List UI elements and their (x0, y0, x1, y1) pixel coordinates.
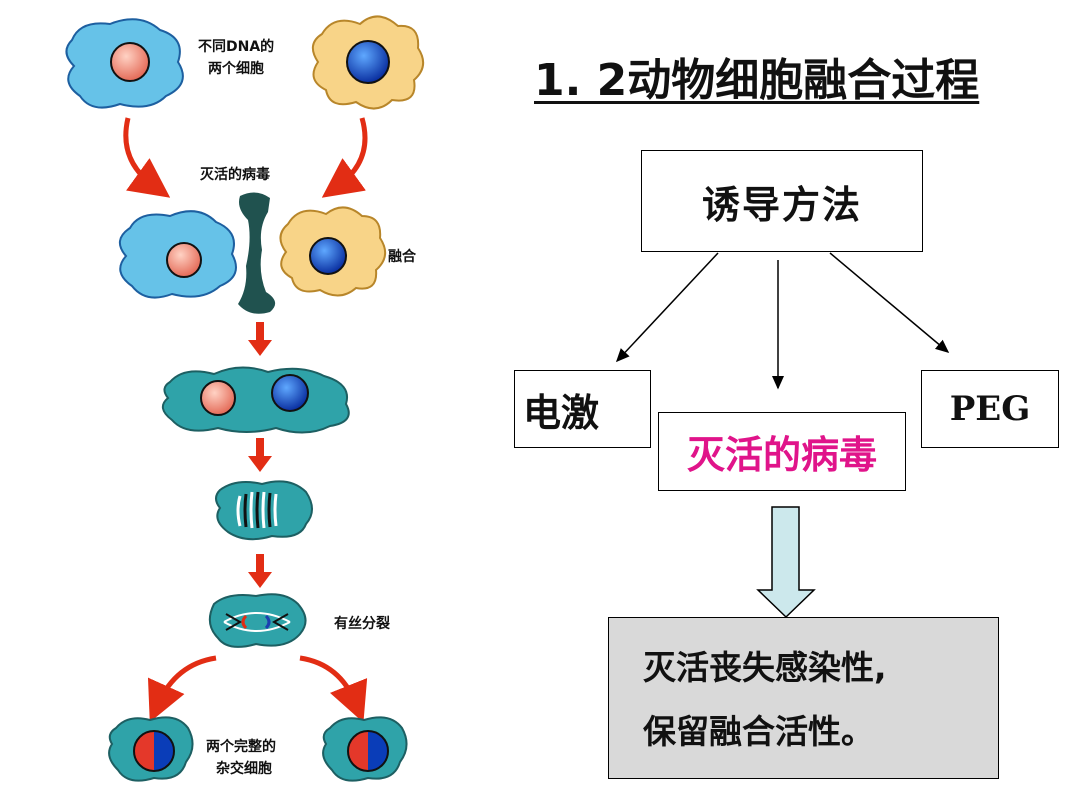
induction-method-label: 诱导方法 (701, 181, 862, 227)
chromosomes (236, 491, 278, 529)
caption-different-dna: 不同DNA的 (198, 39, 275, 55)
connector-arrow-icon (615, 252, 719, 363)
connector-arrow-icon (829, 252, 950, 353)
curved-arrow-icon (299, 655, 368, 723)
peg-label: PEG (949, 389, 1031, 429)
pink-nucleus (166, 242, 202, 278)
chromosomes (243, 491, 272, 529)
curved-arrow-icon (147, 655, 217, 723)
blue-nucleus (271, 374, 309, 412)
spindle-fibers (223, 612, 291, 632)
blue-nucleus (309, 237, 347, 275)
result-line-2: 保留融合活性。 (643, 712, 874, 751)
caption-two-cells: 两个细胞 (208, 61, 264, 77)
pink-nucleus (110, 42, 150, 82)
down-arrow-icon (248, 438, 272, 472)
inactivated-virus-box: 灭活的病毒 (658, 412, 906, 491)
inactivated-virus-label: 灭活的病毒 (686, 432, 877, 477)
curved-arrow-icon (321, 117, 368, 198)
pink-nucleus (200, 380, 236, 416)
electric-shock-box: 电激 (514, 370, 651, 448)
hybrid-nucleus (347, 730, 389, 772)
cell-fusion-illustration (65, 15, 425, 782)
caption-hybrid-cells: 杂交细胞 (216, 761, 272, 777)
caption-fusion: 融合 (388, 249, 416, 265)
caption-two-complete: 两个完整的 (206, 739, 276, 755)
result-box: 灭活丧失感染性, 保留融合活性。 (608, 617, 999, 779)
spindle-fibers (225, 613, 289, 631)
caption-mitosis: 有丝分裂 (334, 616, 390, 632)
electric-shock-label: 电激 (523, 389, 600, 435)
down-arrow-icon (248, 322, 272, 356)
hybrid-nucleus (133, 730, 175, 772)
mitosis-cell (208, 593, 307, 648)
curved-arrow-icon (123, 117, 171, 198)
result-line-1: 灭活丧失感染性, (643, 648, 887, 687)
page-title: 1. 2动物细胞融合过程 (534, 55, 980, 106)
peg-box: PEG (921, 370, 1059, 448)
blue-nucleus (346, 40, 390, 84)
fused-cell (161, 366, 350, 434)
caption-inactivated-virus: 灭活的病毒 (200, 167, 270, 183)
inactivated-virus (238, 192, 276, 314)
big-down-arrow-icon (756, 506, 816, 619)
down-arrow-icon (248, 554, 272, 588)
induction-method-box: 诱导方法 (641, 150, 923, 252)
